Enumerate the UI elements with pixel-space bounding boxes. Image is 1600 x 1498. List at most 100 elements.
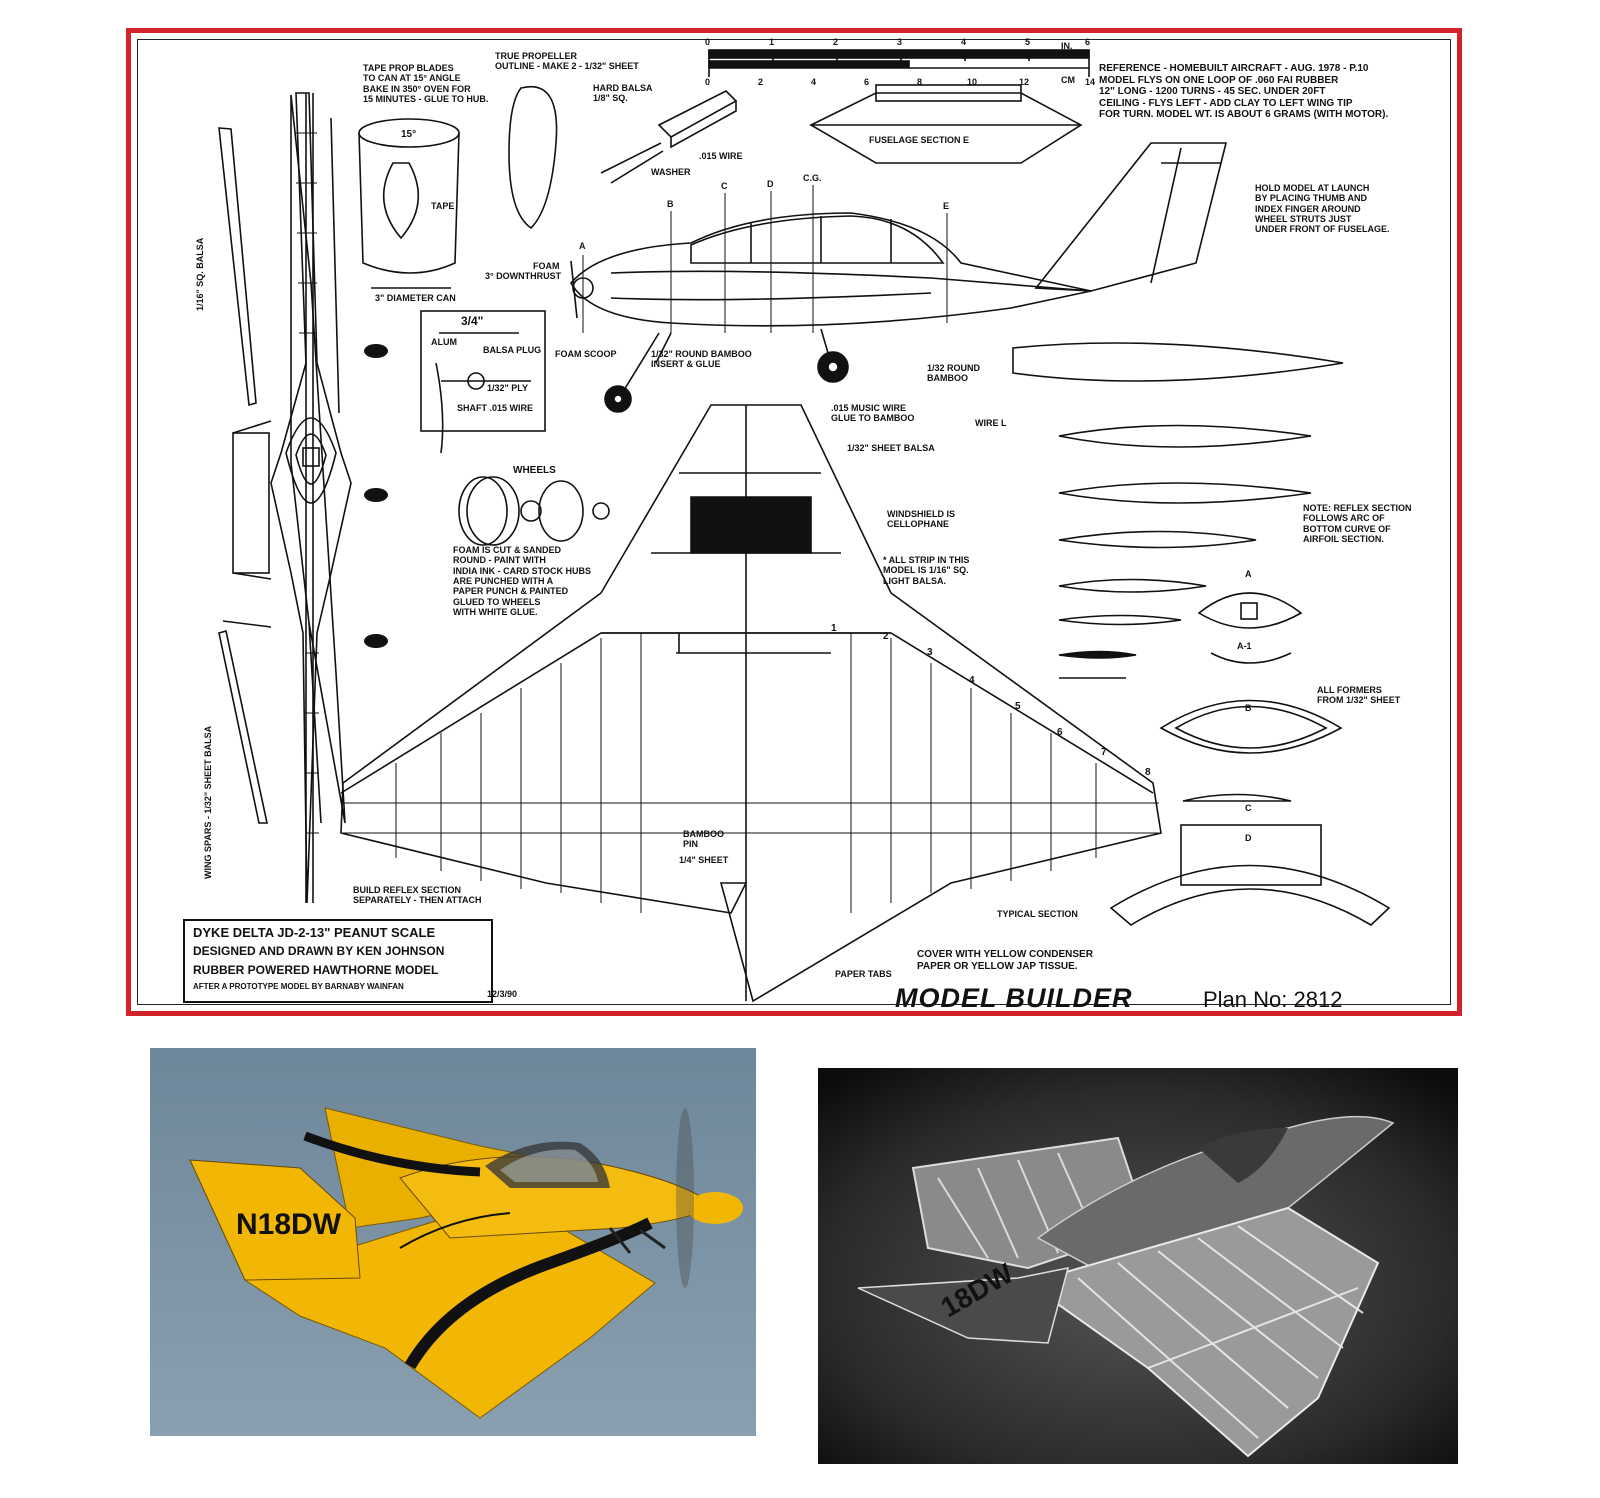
angle-label: 15° <box>401 129 417 140</box>
downthrust-label: 3° DOWNTHRUST <box>485 271 562 281</box>
build-reflex-note: BUILD REFLEX SECTION SEPARATELY - THEN A… <box>353 885 482 906</box>
scale-tick: 6 <box>864 77 870 87</box>
title-block: DYKE DELTA JD-2-13" PEANUT SCALE DESIGNE… <box>183 919 493 1003</box>
title-line-1: DYKE DELTA JD-2-13" PEANUT SCALE <box>193 925 436 940</box>
quarter-sheet-label: 1/4" SHEET <box>679 855 729 865</box>
station-label: E <box>943 201 950 211</box>
cover-note: COVER WITH YELLOW CONDENSER PAPER OR YEL… <box>917 949 1093 972</box>
hard-balsa-label: HARD BALSA 1/8" SQ. <box>593 83 653 104</box>
scale-bar <box>708 49 1090 77</box>
reference-note: REFERENCE - HOMEBUILT AIRCRAFT - AUG. 19… <box>1099 63 1389 120</box>
station-label: A <box>579 241 586 251</box>
windshield-note: WINDSHIELD IS CELLOPHANE <box>887 509 956 530</box>
publisher-logo: MODEL BUILDER <box>895 983 1133 1013</box>
title-line-3: RUBBER POWERED HAWTHORNE MODEL <box>193 963 439 977</box>
title-line-4: AFTER A PROTOTYPE MODEL BY BARNABY WAINF… <box>193 982 404 991</box>
tape-label: TAPE <box>431 201 455 211</box>
former-label: D <box>1245 833 1252 843</box>
spar-balsa-label: 1/16" SQ. BALSA <box>195 237 205 311</box>
music-wire-label: .015 MUSIC WIRE GLUE TO BAMBOO <box>831 403 915 424</box>
former-label: A <box>1245 569 1252 579</box>
plan-date: 12/3/90 <box>487 989 518 999</box>
bw-model-photo: 18DW <box>818 1068 1458 1464</box>
diameter-can-label: 3" DIAMETER CAN <box>375 293 456 303</box>
plan-border <box>137 39 1451 1005</box>
scale-tick: 14 <box>1085 77 1096 87</box>
paper-tabs-label: PAPER TABS <box>835 969 892 979</box>
wheels-note: FOAM IS CUT & SANDED ROUND - PAINT WITH … <box>453 545 592 618</box>
launch-note: HOLD MODEL AT LAUNCH BY PLACING THUMB AN… <box>1255 183 1390 235</box>
rib-number: 1 <box>831 623 837 634</box>
scale-in-label: IN. <box>1061 41 1073 51</box>
shaft-label: SHAFT .015 WIRE <box>457 403 534 413</box>
bamboo-pin-label: BAMBOO PIN <box>683 829 724 850</box>
scale-tick: 5 <box>1025 37 1031 47</box>
rib-number: 5 <box>1015 701 1021 712</box>
plan-sheet: TAPE PROP BLADES TO CAN AT 15° ANGLE BAK… <box>126 28 1462 1016</box>
scale-tick: 12 <box>1019 77 1030 87</box>
scale-tick: 0 <box>705 77 711 87</box>
rib-number: 6 <box>1057 727 1063 738</box>
typical-section-label: TYPICAL SECTION <box>997 909 1078 919</box>
station-label: C.G. <box>803 173 822 183</box>
side-view-fuselage <box>570 142 1228 413</box>
scale-cm-label: CM <box>1061 75 1075 85</box>
scale-tick: 10 <box>967 77 978 87</box>
true-prop-note: TRUE PROPELLER OUTLINE - MAKE 2 - 1/32" … <box>495 51 639 72</box>
scale-tick: 1 <box>769 37 775 47</box>
plan-number: Plan No: 2812 <box>1203 987 1343 1012</box>
rib-number: 3 <box>927 647 933 658</box>
airfoil-sections <box>1012 342 1344 679</box>
rib-number: 2 <box>883 631 889 642</box>
wheel-parts <box>458 476 610 546</box>
station-lines <box>582 185 948 333</box>
sheet-balsa-label: 1/32" SHEET BALSA <box>847 443 935 453</box>
hub-dim-label: 3/4" <box>461 314 484 328</box>
scale-tick: 2 <box>758 77 764 87</box>
former-label: B <box>1245 703 1252 713</box>
wing-spar-view <box>218 94 346 824</box>
former-label: C <box>1245 803 1252 813</box>
true-prop-outline <box>508 85 558 230</box>
delta-wing-top-view <box>340 404 1162 1003</box>
hub-detail <box>600 90 738 184</box>
formers-note: ALL FORMERS FROM 1/32" SHEET <box>1317 685 1401 706</box>
station-label: D <box>767 179 774 189</box>
scale-tick: 6 <box>1085 37 1091 47</box>
round-bamboo-label: 1/32 ROUND BAMBOO <box>927 363 981 384</box>
prop-blades <box>364 344 388 648</box>
scale-tick: 4 <box>811 77 817 87</box>
prop-can <box>358 118 460 289</box>
wire-l-label: WIRE L <box>975 418 1007 428</box>
plan-view-fuselage <box>232 92 352 904</box>
scale-tick: 4 <box>961 37 967 47</box>
balsa-plug-label: BALSA PLUG <box>483 345 542 355</box>
fuselage-section-label: FUSELAGE SECTION E <box>869 135 970 145</box>
former-label: A-1 <box>1237 641 1252 651</box>
foam-label: FOAM <box>533 261 560 271</box>
title-line-2: DESIGNED AND DRAWN BY KEN JOHNSON <box>193 944 445 958</box>
wheels-label: WHEELS <box>513 465 556 476</box>
wing-spars-label: WING SPARS - 1/32" SHEET BALSA <box>203 725 213 879</box>
scale-tick: 2 <box>833 37 839 47</box>
ply-label: 1/32" PLY <box>487 383 528 393</box>
fuselage-section-e <box>809 84 1083 164</box>
foam-scoop-label: FOAM SCOOP <box>555 349 617 359</box>
hub-box <box>420 310 546 454</box>
wire-label: .015 WIRE <box>699 151 743 161</box>
station-label: B <box>667 199 674 209</box>
scale-tick: 8 <box>917 77 923 87</box>
left-registration: N18DW <box>236 1208 342 1241</box>
strip-note: * ALL STRIP IN THIS MODEL IS 1/16" SQ. L… <box>883 555 970 586</box>
prop-note: TAPE PROP BLADES TO CAN AT 15° ANGLE BAK… <box>363 63 489 105</box>
rib-number: 4 <box>969 675 975 686</box>
reflex-note: NOTE: REFLEX SECTION FOLLOWS ARC OF BOTT… <box>1303 503 1412 545</box>
scale-tick: 0 <box>705 37 711 47</box>
plan-drawing <box>218 49 1391 1003</box>
alum-label: ALUM <box>431 337 457 347</box>
round-bamboo-glue-label: 1/32" ROUND BAMBOO INSERT & GLUE <box>651 349 752 370</box>
washer-label: WASHER <box>651 167 691 177</box>
formers <box>1109 592 1391 926</box>
rib-number: 8 <box>1145 767 1151 778</box>
rib-number: 7 <box>1101 747 1107 758</box>
